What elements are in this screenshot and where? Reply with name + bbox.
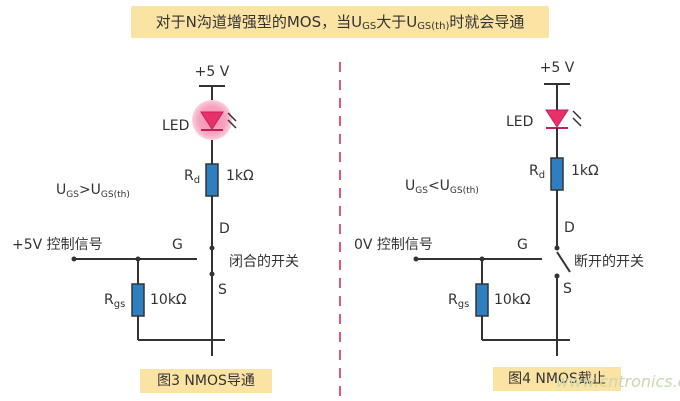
- left-circuit: +5 V LED Rd 1kΩ D 闭合的开关 S: [12, 64, 299, 356]
- right-signal-label: 0V 控制信号: [354, 237, 433, 253]
- title-banner: 对于N沟道增强型的MOS，当UGS大于UGS(th)时就会导通: [131, 6, 549, 38]
- right-led-label: LED: [506, 114, 533, 130]
- left-rd-label: Rd: [184, 168, 200, 186]
- right-switch-label: 断开的开关: [574, 254, 644, 270]
- title-sub-gs: GS: [362, 21, 377, 32]
- right-rgs-label: Rgs: [448, 292, 469, 310]
- right-open-switch: [556, 251, 571, 273]
- right-caption-box: 图4 NMOS截止: [493, 367, 621, 391]
- right-source-label: S: [563, 281, 572, 297]
- title-sub-gsth: GS(th): [417, 21, 450, 32]
- left-rgs-label: Rgs: [104, 292, 125, 310]
- left-caption: 图3 NMOS导通: [157, 373, 255, 389]
- right-drain-label: D: [564, 220, 575, 236]
- right-led-icon: [545, 109, 582, 129]
- right-rd-resistor: [550, 157, 564, 191]
- title-suffix: 时就会导通: [449, 13, 525, 31]
- right-rd-value: 1kΩ: [571, 163, 599, 179]
- right-caption: 图4 NMOS截止: [508, 371, 606, 387]
- right-source-node: [554, 273, 560, 279]
- left-rgs-value: 10kΩ: [150, 292, 187, 308]
- left-gate-label: G: [172, 237, 183, 253]
- right-condition: UGS<UGS(th): [405, 178, 479, 196]
- right-supply-label: +5 V: [540, 60, 575, 76]
- title-prefix: 对于N沟道增强型的MOS，当U: [155, 13, 363, 31]
- right-rd-label: Rd: [529, 163, 545, 181]
- left-signal-label: +5V 控制信号: [12, 237, 103, 253]
- left-rgs-resistor: [131, 283, 145, 317]
- left-source-label: S: [218, 282, 227, 298]
- left-rd-value: 1kΩ: [226, 168, 254, 184]
- left-led-icon: [200, 111, 237, 131]
- diagram-title: 对于N沟道增强型的MOS，当UGS大于UGS(th)时就会导通: [131, 6, 549, 38]
- watermark: www.cntronics.com: [556, 372, 680, 391]
- left-condition: UGS>UGS(th): [56, 182, 130, 200]
- left-source-node: [209, 271, 215, 277]
- right-circuit: +5 V LED Rd 1kΩ D 断开的开关 S UGS<UG: [354, 60, 644, 356]
- left-drain-node: [209, 245, 215, 251]
- right-rgs-value: 10kΩ: [494, 292, 531, 308]
- left-switch-label: 闭合的开关: [229, 254, 299, 270]
- right-drain-node: [554, 245, 560, 251]
- left-drain-label: D: [219, 221, 230, 237]
- left-led-label: LED: [162, 118, 189, 134]
- right-rgs-resistor: [475, 283, 489, 317]
- left-supply-label: +5 V: [195, 64, 230, 80]
- right-gate-label: G: [517, 237, 528, 253]
- left-caption-box: 图3 NMOS导通: [140, 369, 272, 393]
- title-middle: 大于U: [376, 13, 418, 31]
- left-rd-resistor: [205, 163, 219, 197]
